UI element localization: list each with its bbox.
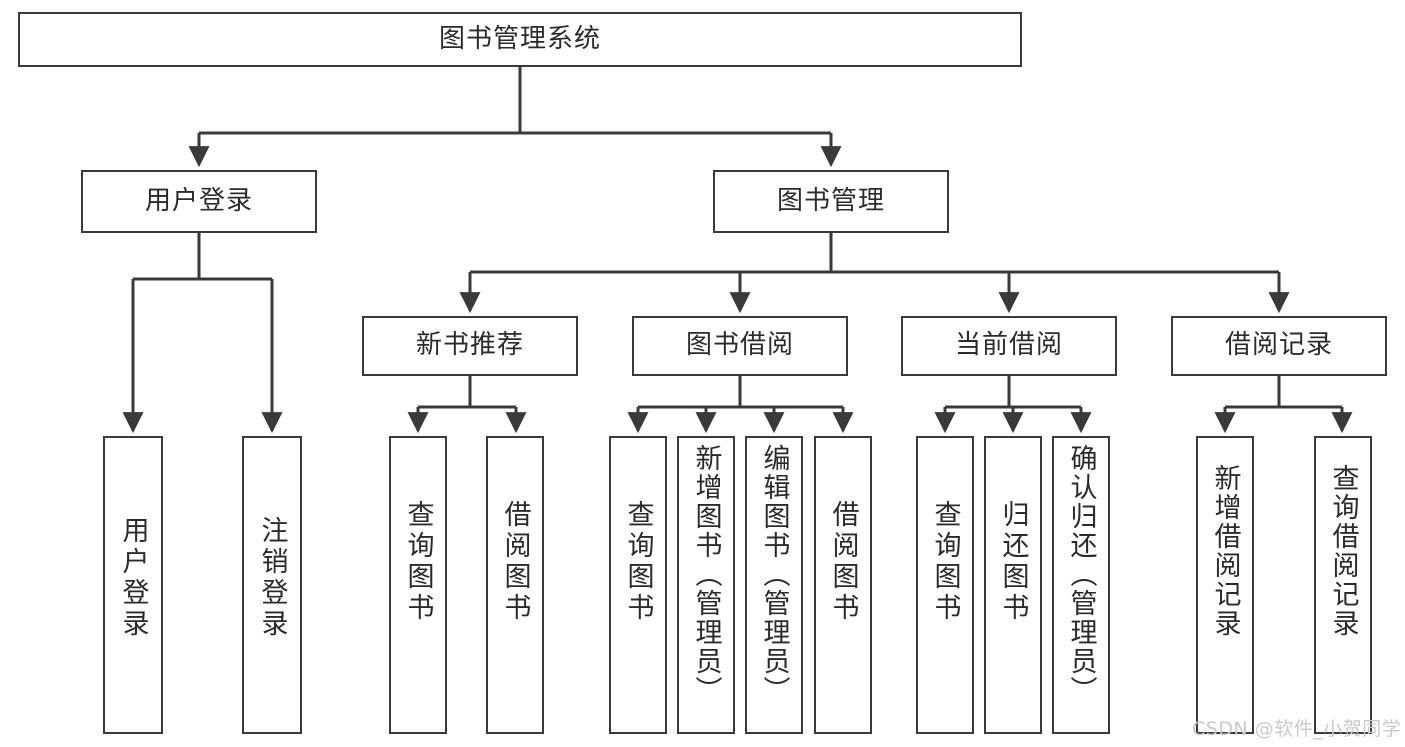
node-leaf-query-borrow-record[interactable]: 查询借阅记录	[1314, 436, 1372, 734]
node-leaf-borrow-book-2-label: 借阅图书	[827, 500, 859, 624]
node-leaf-query-borrow-record-label: 查询借阅记录	[1327, 464, 1359, 638]
node-leaf-add-book-admin-label: 新增图书（管理员）	[690, 444, 722, 705]
node-leaf-borrow-book-2[interactable]: 借阅图书	[814, 436, 872, 734]
node-new-book-recommend-label: 新书推荐	[415, 330, 524, 361]
node-leaf-add-borrow-record-label: 新增借阅记录	[1209, 464, 1241, 638]
node-leaf-logout-login[interactable]: 注销登录	[242, 436, 302, 734]
node-leaf-query-book-2[interactable]: 查询图书	[609, 436, 667, 734]
node-leaf-confirm-return-admin-label: 确认归还（管理员）	[1065, 444, 1097, 705]
node-leaf-user-login-label: 用户登录	[117, 516, 149, 640]
node-book-manage-label: 图书管理	[776, 185, 885, 216]
node-leaf-query-book-1-label: 查询图书	[402, 500, 434, 624]
node-leaf-edit-book-admin[interactable]: 编辑图书（管理员）	[745, 436, 803, 734]
node-leaf-logout-login-label: 注销登录	[256, 516, 288, 640]
node-leaf-query-book-1[interactable]: 查询图书	[389, 436, 447, 734]
node-root[interactable]: 图书管理系统	[18, 12, 1022, 67]
node-leaf-borrow-book-1[interactable]: 借阅图书	[486, 436, 544, 734]
node-user-login-label: 用户登录	[144, 185, 253, 216]
node-user-login[interactable]: 用户登录	[81, 170, 317, 233]
node-borrow-record[interactable]: 借阅记录	[1171, 316, 1387, 376]
csdn-watermark: CSDN @软件_小贺同学	[1192, 718, 1402, 740]
node-leaf-add-borrow-record[interactable]: 新增借阅记录	[1196, 436, 1254, 734]
node-current-borrow[interactable]: 当前借阅	[901, 316, 1117, 376]
node-book-manage[interactable]: 图书管理	[713, 170, 949, 233]
node-borrow-record-label: 借阅记录	[1224, 330, 1333, 361]
node-book-borrow[interactable]: 图书借阅	[632, 316, 848, 376]
node-leaf-return-book-label: 归还图书	[997, 500, 1029, 624]
node-book-borrow-label: 图书借阅	[685, 330, 794, 361]
node-leaf-query-book-2-label: 查询图书	[622, 500, 654, 624]
node-new-book-recommend[interactable]: 新书推荐	[362, 316, 578, 376]
node-leaf-borrow-book-1-label: 借阅图书	[499, 500, 531, 624]
node-root-label: 图书管理系统	[438, 23, 601, 54]
node-leaf-query-book-3-label: 查询图书	[929, 500, 961, 624]
node-leaf-query-book-3[interactable]: 查询图书	[916, 436, 974, 734]
node-leaf-edit-book-admin-label: 编辑图书（管理员）	[758, 444, 790, 705]
node-leaf-user-login[interactable]: 用户登录	[103, 436, 163, 734]
node-leaf-return-book[interactable]: 归还图书	[984, 436, 1042, 734]
node-leaf-confirm-return-admin[interactable]: 确认归还（管理员）	[1052, 436, 1110, 734]
node-current-borrow-label: 当前借阅	[954, 330, 1063, 361]
node-leaf-add-book-admin[interactable]: 新增图书（管理员）	[677, 436, 735, 734]
